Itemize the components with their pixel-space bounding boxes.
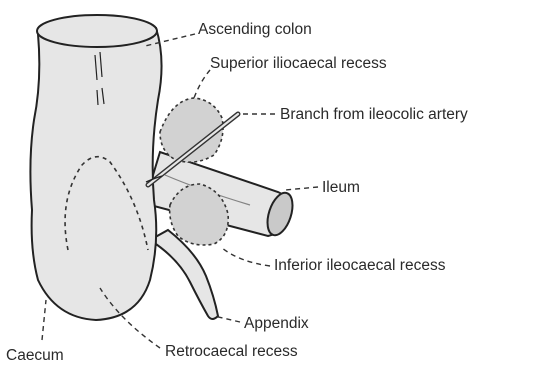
label-retrocaecal-recess: Retrocaecal recess [165, 343, 298, 360]
label-appendix: Appendix [244, 315, 309, 332]
label-superior-iliocaecal-recess: Superior iliocaecal recess [210, 55, 387, 72]
leader-caecum [42, 300, 46, 340]
label-ileum: Ileum [322, 179, 360, 196]
leader-ileum [285, 187, 318, 190]
ascending-colon-cut-end [37, 15, 157, 47]
leader-inferior-recess [222, 248, 270, 266]
label-ascending-colon: Ascending colon [198, 21, 312, 38]
leader-superior-recess [194, 70, 210, 98]
label-branch-ileocolic-artery: Branch from ileocolic artery [280, 106, 468, 123]
leader-appendix [214, 316, 240, 322]
label-caecum: Caecum [6, 347, 64, 364]
caecum-ascending-colon [30, 15, 161, 320]
label-inferior-ileocaecal-recess: Inferior ileocaecal recess [274, 257, 446, 274]
